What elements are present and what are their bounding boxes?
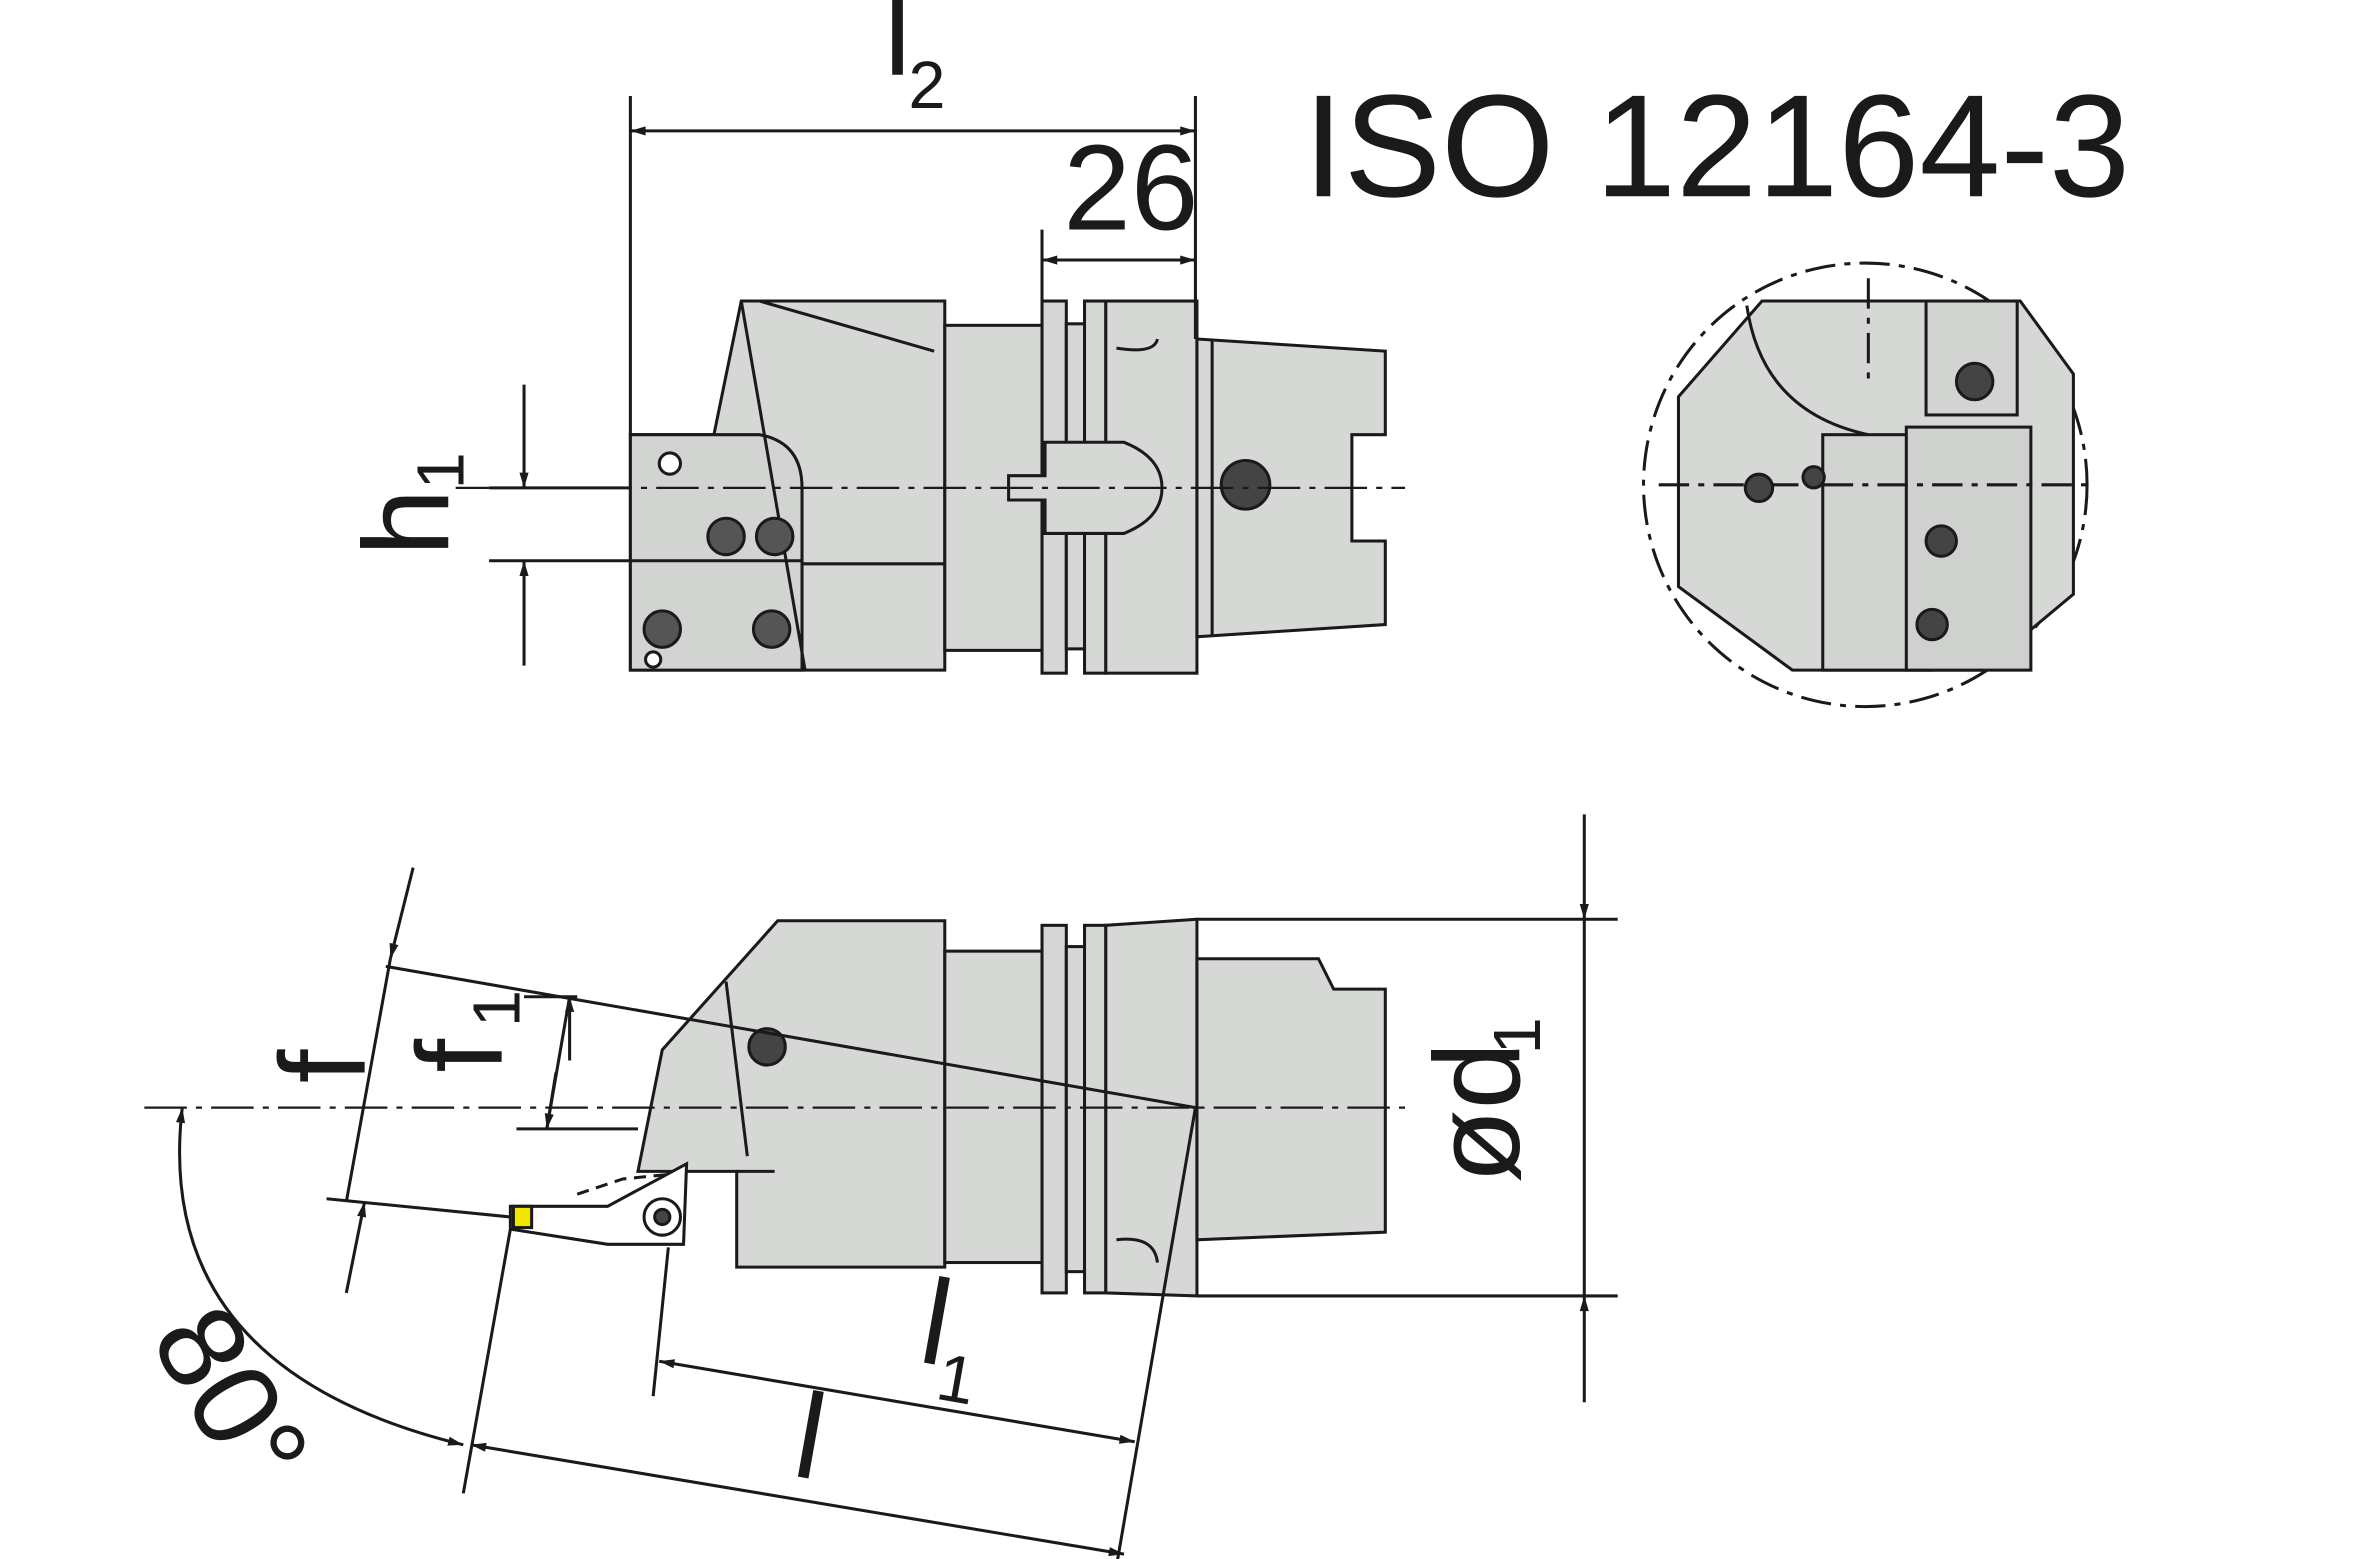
standard-label: ISO 12164-3 [1303, 64, 2130, 227]
dim-d1-label: ød 1 [1409, 1017, 1555, 1183]
svg-text:l: l [884, 0, 911, 101]
dim-l2-label: l 2 [884, 0, 945, 123]
insert [511, 1204, 534, 1230]
dim-h1-label: h 1 [338, 452, 478, 556]
flange-b-side [1083, 923, 1108, 1295]
end-view [1642, 261, 2089, 709]
screws-top [642, 451, 1272, 669]
svg-text:h: h [338, 489, 474, 557]
side-view [144, 917, 1406, 1298]
dim-26-label: 26 [1063, 120, 1198, 256]
svg-text:1: 1 [404, 452, 478, 489]
top-view [455, 299, 1406, 675]
dim-l1-label: l 1 [911, 1253, 980, 1420]
dimension-lines [176, 95, 1618, 1559]
svg-text:1: 1 [1481, 1017, 1555, 1054]
svg-text:2: 2 [908, 49, 945, 123]
svg-text:ød: ød [1409, 1042, 1545, 1184]
svg-text:f: f [391, 1039, 527, 1073]
flange-a-side [1040, 923, 1068, 1295]
hsk-shank-side [1195, 957, 1387, 1242]
angle-label: 80° [126, 1283, 336, 1510]
dim-l-label: l [785, 1367, 835, 1506]
svg-text:1: 1 [460, 990, 534, 1027]
dim-f1-label: f 1 [391, 990, 534, 1073]
dim-f-label: f [255, 1049, 391, 1083]
